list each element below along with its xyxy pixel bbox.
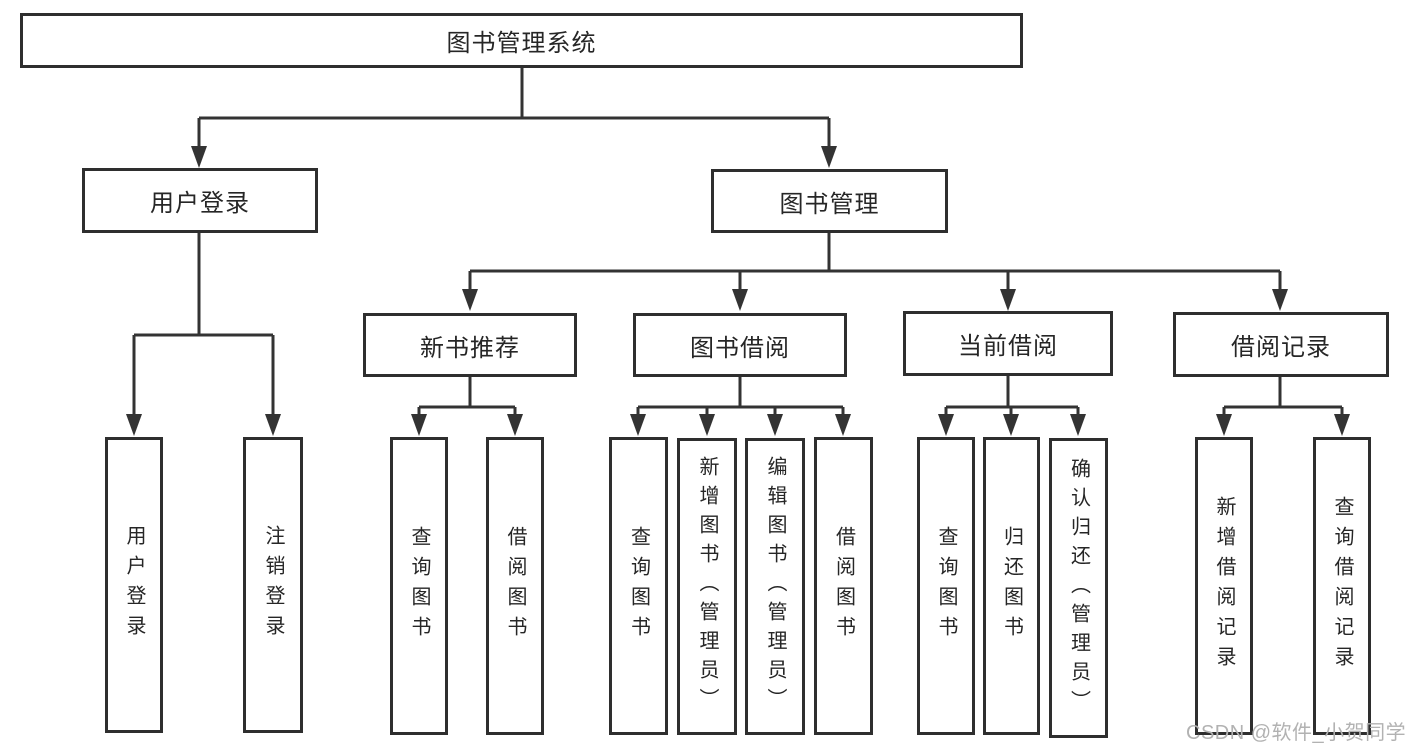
node-br-query-record: 查询借阅记录 bbox=[1313, 437, 1371, 735]
connector-arrowheads bbox=[126, 146, 1350, 436]
node-nb-borrow-books-label: 借阅图书 bbox=[504, 526, 526, 646]
node-borrowing-records: 借阅记录 bbox=[1173, 312, 1389, 377]
node-cb-return-books: 归还图书 bbox=[983, 437, 1040, 735]
node-cb-query-books-label: 查询图书 bbox=[935, 526, 957, 646]
node-root-system-label: 图书管理系统 bbox=[446, 30, 597, 57]
watermark: CSDN @软件_小贺同学 bbox=[1186, 722, 1405, 744]
node-current-borrowing: 当前借阅 bbox=[903, 311, 1113, 376]
node-user-login-branch-label: 用户登录 bbox=[150, 190, 250, 217]
node-br-add-record: 新增借阅记录 bbox=[1195, 437, 1253, 735]
node-user-login-branch: 用户登录 bbox=[82, 168, 318, 233]
node-cb-confirm-return-admin: 确认归还（管理员） bbox=[1049, 438, 1108, 738]
node-book-management-branch: 图书管理 bbox=[711, 169, 948, 233]
node-bb-query-books: 查询图书 bbox=[609, 437, 668, 735]
node-cb-confirm-return-admin-label: 确认归还（管理员） bbox=[1067, 457, 1090, 719]
node-bb-borrow-books: 借阅图书 bbox=[814, 437, 873, 735]
node-logout-leaf-label: 注销登录 bbox=[262, 525, 284, 645]
node-nb-query-books-label: 查询图书 bbox=[408, 526, 430, 646]
node-bb-borrow-books-label: 借阅图书 bbox=[832, 526, 855, 646]
node-user-login-leaf-label: 用户登录 bbox=[123, 525, 145, 645]
node-cb-return-books-label: 归还图书 bbox=[1000, 526, 1023, 646]
node-br-add-record-label: 新增借阅记录 bbox=[1213, 496, 1235, 676]
node-bb-add-book-admin: 新增图书（管理员） bbox=[677, 438, 737, 735]
node-user-login-leaf: 用户登录 bbox=[105, 437, 163, 733]
node-bb-edit-book-admin-label: 编辑图书（管理员） bbox=[764, 456, 786, 717]
node-borrowing-records-label: 借阅记录 bbox=[1231, 334, 1331, 361]
node-new-book-recommendation: 新书推荐 bbox=[363, 313, 577, 377]
node-new-book-recommendation-label: 新书推荐 bbox=[420, 334, 520, 362]
node-bb-edit-book-admin: 编辑图书（管理员） bbox=[745, 438, 805, 735]
node-logout-leaf: 注销登录 bbox=[243, 437, 303, 733]
node-nb-borrow-books: 借阅图书 bbox=[486, 437, 544, 735]
node-br-query-record-label: 查询借阅记录 bbox=[1331, 496, 1353, 676]
node-book-management-branch-label: 图书管理 bbox=[779, 190, 880, 218]
node-book-borrowing-label: 图书借阅 bbox=[690, 334, 790, 362]
node-book-borrowing: 图书借阅 bbox=[633, 313, 847, 377]
node-bb-add-book-admin-label: 新增图书（管理员） bbox=[696, 456, 718, 717]
node-cb-query-books: 查询图书 bbox=[917, 437, 975, 735]
node-current-borrowing-label: 当前借阅 bbox=[958, 333, 1058, 360]
node-nb-query-books: 查询图书 bbox=[390, 437, 448, 735]
node-root-system: 图书管理系统 bbox=[20, 13, 1023, 68]
node-bb-query-books-label: 查询图书 bbox=[627, 526, 650, 646]
